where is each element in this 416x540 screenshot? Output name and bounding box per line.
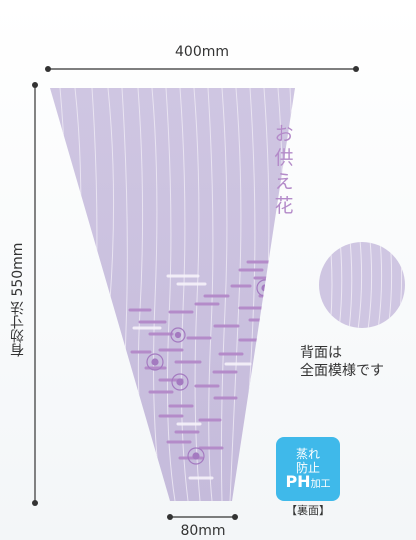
rear-side-label: 【裏面】: [286, 504, 330, 517]
dim-bottom-label: 80mm: [180, 523, 225, 539]
dim-vertical: [32, 82, 38, 506]
back-note-line2: 全面模様です: [300, 363, 384, 379]
anti-fog-ph-badge: 蒸れ 防止 PH 加工: [276, 437, 340, 501]
dim-bottom: 80mm: [167, 514, 238, 539]
vertical-title-char: 花: [274, 195, 293, 217]
vertical-title-char: え: [274, 171, 293, 193]
back-pattern-note: 背面は 全面模様です: [300, 344, 416, 380]
effective-height-text: 有効寸法 550mm: [10, 242, 26, 358]
badge-kako: 加工: [310, 478, 331, 490]
badge-ph-row: PH 加工: [285, 471, 331, 492]
back-note-line1: 背面は: [300, 345, 342, 361]
vertical-title-text: お供え花: [274, 123, 293, 217]
dim-top: 400mm: [45, 44, 359, 72]
badge-ph: PH: [285, 471, 311, 491]
motif-light: [132, 274, 252, 480]
vertical-title: お供え花: [274, 123, 293, 217]
vertical-title-char: 供: [274, 147, 293, 169]
flower-sleeve: お供え花: [50, 88, 295, 501]
back-pattern-sample: [319, 242, 405, 328]
badge-line1: 蒸れ: [295, 446, 320, 461]
dim-top-label: 400mm: [175, 44, 229, 60]
vertical-title-char: お: [274, 123, 293, 145]
badge-line2: 防止: [295, 460, 320, 475]
dim-vertical-label: 有効寸法 550mm: [8, 200, 28, 400]
